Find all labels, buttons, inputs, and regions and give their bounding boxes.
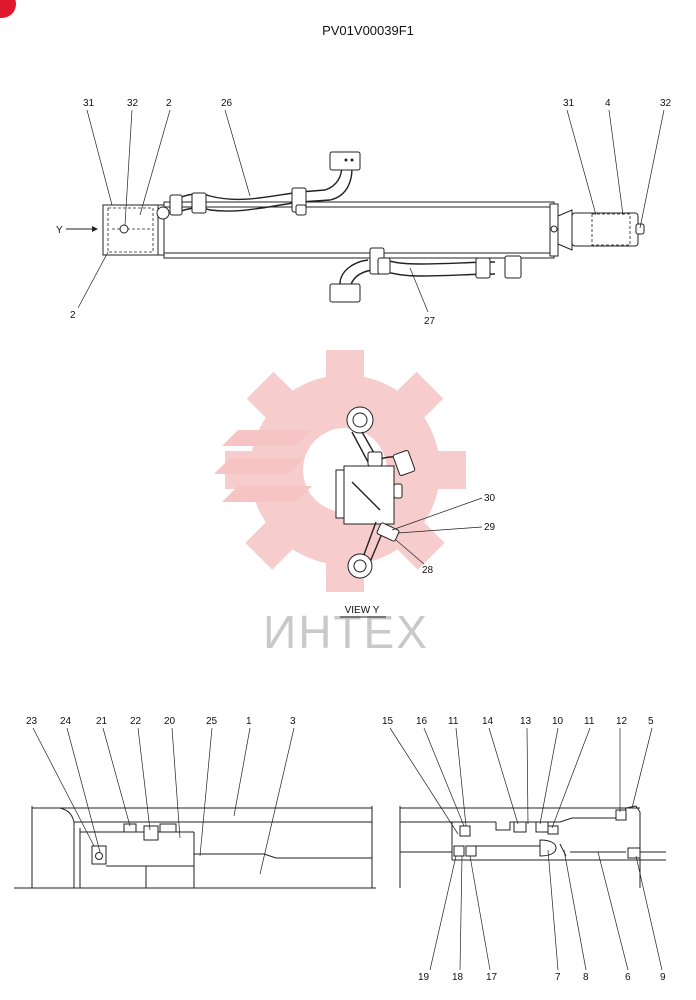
callout-number: 28 <box>422 565 434 576</box>
callout-number: 3 <box>290 716 296 727</box>
callout-number: 26 <box>221 98 233 109</box>
leader-line <box>488 727 519 825</box>
callout-number: 5 <box>648 716 654 727</box>
callout-number: 14 <box>482 716 494 727</box>
callout-number: 23 <box>26 716 38 727</box>
callout-number: 2 <box>166 98 172 109</box>
leader-line <box>631 727 653 809</box>
callout-number: 2 <box>70 310 76 321</box>
leader-line <box>233 727 251 817</box>
callout-number: 27 <box>424 316 436 327</box>
leader-line <box>139 109 171 216</box>
leader-line <box>563 849 587 971</box>
callouts-bottom-right: 15 16 11 14 13 10 11 12 5 19 18 17 7 8 6… <box>382 716 666 983</box>
callout-number: 32 <box>660 98 672 109</box>
callout-number: 12 <box>616 716 628 727</box>
callout-number: 29 <box>484 522 496 533</box>
callout-number: 11 <box>448 716 459 727</box>
leader-line <box>77 251 109 309</box>
callout-number: 13 <box>520 716 532 727</box>
callout-number: 18 <box>452 972 464 983</box>
callout-number: 31 <box>563 98 575 109</box>
callout-number: 1 <box>246 716 252 727</box>
leader-line <box>199 727 213 857</box>
callout-number: 6 <box>625 972 631 983</box>
view-y-label: VIEW Y <box>345 605 380 616</box>
callout-number: 31 <box>83 98 95 109</box>
watermark-stripes <box>214 430 312 502</box>
leader-line <box>409 267 429 313</box>
section-right <box>399 805 666 888</box>
view-y-detail <box>335 406 416 579</box>
callouts-bottom-left: 23 24 21 22 20 25 1 3 <box>26 716 296 875</box>
callout-number: 7 <box>555 972 561 983</box>
callout-number: 17 <box>486 972 498 983</box>
leader-line <box>551 727 591 829</box>
leader-line <box>391 497 483 531</box>
leader-line <box>397 526 483 534</box>
leader-line <box>639 109 665 229</box>
leader-line <box>171 727 181 839</box>
callout-number: 4 <box>605 98 611 109</box>
callouts-view-y: 30 29 28 <box>391 493 496 576</box>
leader-line <box>423 727 465 827</box>
leader-line <box>259 727 295 875</box>
leader-line <box>429 855 457 971</box>
callout-number: 9 <box>660 972 666 983</box>
leader-line <box>566 109 597 216</box>
leader-line <box>389 727 459 835</box>
cylinder-assembly: Y <box>56 151 645 303</box>
leader-line <box>635 855 663 971</box>
callout-number: 24 <box>60 716 72 727</box>
callout-number: 22 <box>130 716 142 727</box>
leader-line <box>66 727 101 853</box>
callout-number: 8 <box>583 972 589 983</box>
leader-line <box>137 727 151 831</box>
callout-number: 19 <box>418 972 430 983</box>
watermark-text: ИНТЕХ <box>263 606 429 658</box>
leader-line <box>539 727 559 825</box>
drawing-code: PV01V00039F1 <box>322 23 414 38</box>
leader-line <box>526 727 529 825</box>
callout-number: 20 <box>164 716 176 727</box>
callout-number: 32 <box>127 98 139 109</box>
view-arrow-label: Y <box>56 225 63 236</box>
callout-number: 21 <box>96 716 108 727</box>
callout-number: 25 <box>206 716 218 727</box>
leader-line <box>86 109 113 206</box>
leader-line <box>469 855 491 971</box>
callouts-top: 31 32 2 26 31 4 32 2 27 <box>70 98 672 327</box>
callout-number: 10 <box>552 716 564 727</box>
callout-number: 15 <box>382 716 394 727</box>
leader-line <box>597 851 629 971</box>
leader-line <box>224 109 251 197</box>
leader-line <box>395 539 425 565</box>
section-left <box>14 806 376 889</box>
callout-number: 11 <box>584 716 595 727</box>
leader-line <box>455 727 467 827</box>
leader-line <box>124 109 133 226</box>
callout-number: 30 <box>484 493 496 504</box>
callout-number: 16 <box>416 716 428 727</box>
watermark-gear-icon <box>225 350 466 592</box>
corner-badge <box>0 0 16 18</box>
leader-line <box>459 855 463 971</box>
leader-line <box>32 727 95 847</box>
leader-line <box>608 109 624 216</box>
leader-line <box>547 849 559 971</box>
leader-line <box>102 727 131 827</box>
